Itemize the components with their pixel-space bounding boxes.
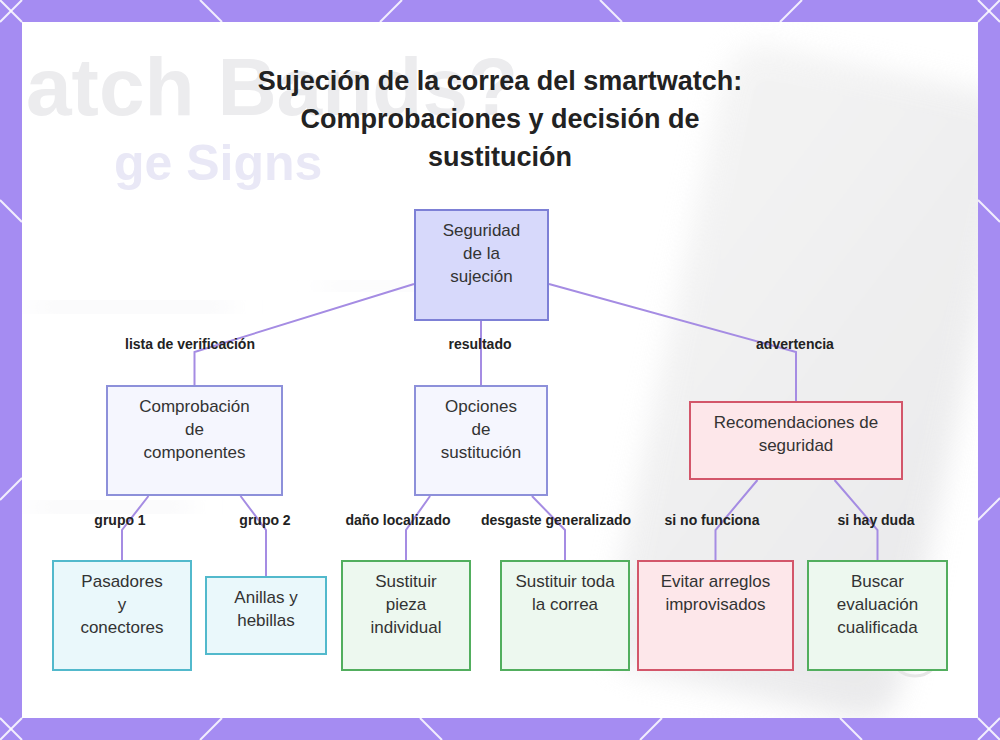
connector-line <box>122 496 148 560</box>
edge-line <box>840 718 862 740</box>
edge-line <box>420 718 442 740</box>
corner-line <box>0 0 22 22</box>
node-label: Seguridad de la sujeción <box>434 219 529 288</box>
connector-line <box>195 284 415 385</box>
edge-line <box>640 718 662 740</box>
node-label: Sustituir pieza individual <box>356 570 456 639</box>
node-label: Comprobación de componentes <box>138 395 252 464</box>
connector-line <box>241 496 266 576</box>
warning-action-box: Evitar arreglos improvisados <box>637 560 794 671</box>
edge-line <box>380 0 402 22</box>
blurred-text-line <box>32 302 232 312</box>
edge-line <box>200 0 222 22</box>
category-box: Comprobación de componentes <box>106 385 283 496</box>
edge-label: advertencia <box>756 336 834 352</box>
edge-line <box>0 200 22 222</box>
node-label: Anillas y hebillas <box>221 586 311 632</box>
edge-label: daño localizado <box>345 512 450 528</box>
root-box: Seguridad de la sujeción <box>414 209 549 321</box>
blurred-text-line <box>32 502 192 512</box>
item-box: Anillas y hebillas <box>205 576 327 655</box>
edge-line <box>600 0 622 22</box>
action-box: Buscar evaluación cualificada <box>807 560 948 671</box>
warning-box: Recomendaciones de seguridad <box>689 401 903 480</box>
corner-line <box>978 0 1000 22</box>
corner-line <box>0 718 22 740</box>
connector-line <box>406 496 430 560</box>
node-label: Recomendaciones de seguridad <box>701 411 891 457</box>
edge-label: grupo 2 <box>239 512 290 528</box>
action-box: Sustituir pieza individual <box>341 560 471 671</box>
edge-label: resultado <box>448 336 511 352</box>
item-box: Pasadores y conectores <box>52 560 192 671</box>
connector-line <box>532 496 565 560</box>
edge-line <box>780 0 802 22</box>
node-label: Evitar arreglos improvisados <box>660 570 772 616</box>
node-label: Buscar evaluación cualificada <box>826 570 930 639</box>
action-box: Sustituir toda la correa <box>500 560 630 671</box>
edge-label: lista de verificación <box>125 336 255 352</box>
edge-label: desgaste generalizado <box>481 512 631 528</box>
node-label: Pasadores y conectores <box>77 570 167 639</box>
edge-line <box>200 718 222 740</box>
edge-line <box>978 200 1000 222</box>
watermark-text: ge Signs <box>114 134 322 192</box>
corner-line <box>0 718 22 740</box>
node-label: Sustituir toda la correa <box>515 570 615 616</box>
node-label: Opciones de sustitución <box>436 395 526 464</box>
edge-label: si hay duda <box>837 512 914 528</box>
connector-line <box>480 321 482 385</box>
edge-line <box>978 498 1000 520</box>
corner-line <box>0 0 22 22</box>
corner-line <box>978 718 1000 740</box>
edge-line <box>0 478 22 500</box>
blurred-device <box>599 38 978 718</box>
diagram-title: Sujeción de la correa del smartwatch: Co… <box>255 62 745 176</box>
edge-label: grupo 1 <box>94 512 145 528</box>
corner-line <box>978 718 1000 740</box>
category-box: Opciones de sustitución <box>414 385 548 496</box>
edge-label: si no funciona <box>665 512 760 528</box>
corner-line <box>978 0 1000 22</box>
